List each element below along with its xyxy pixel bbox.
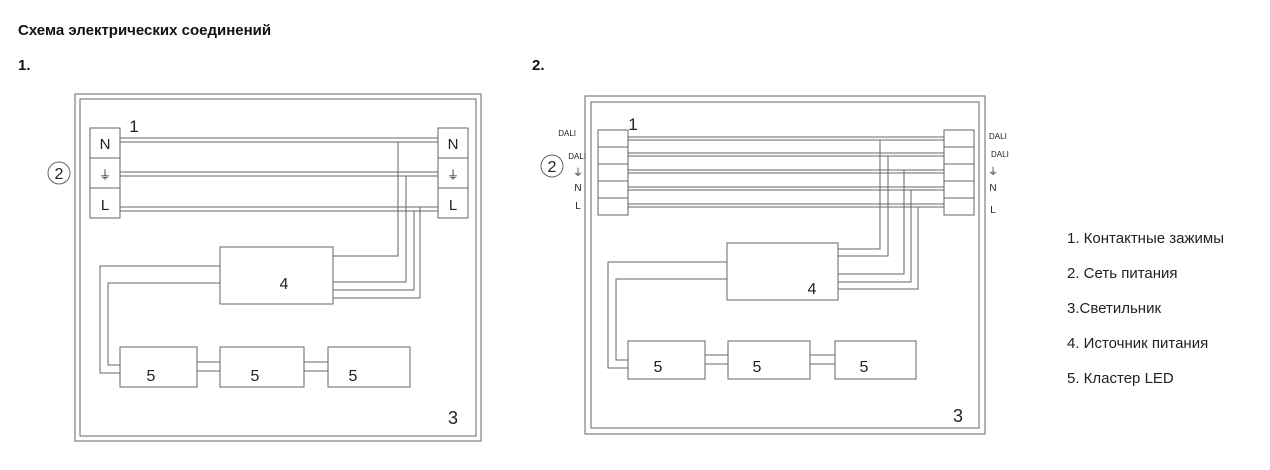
label-2-led-b: 5 [753, 359, 762, 376]
left-label-dali-1: DALI [558, 129, 576, 138]
terminal-block-1-right [437, 127, 469, 219]
led-cluster-2a [627, 340, 706, 380]
diagram-1 [47, 93, 482, 442]
legend-item-luminaire: 3.Светильник [1067, 300, 1162, 317]
left-label-l: L [575, 201, 581, 212]
right-label-dali-1: DALI [989, 132, 1007, 141]
legend-item-clamps: 1. Контактные зажимы [1067, 230, 1224, 247]
legend: 1. Контактные зажимы 2. Сеть питания 3.С… [1067, 230, 1224, 405]
label-2-led-c: 5 [860, 359, 869, 376]
label-1-led-c: 5 [349, 368, 358, 385]
led-cluster-2b [727, 340, 811, 380]
label-2-clamps: 1 [628, 115, 637, 134]
driver-2 [726, 242, 839, 301]
power-network-2-marker [540, 154, 564, 178]
label-2-power: 2 [548, 159, 557, 176]
driver-1-wires [333, 142, 421, 299]
bus-lines-1 [120, 137, 438, 212]
right-label-ground-icon: ⏚ [988, 166, 998, 178]
led-loop-2 [607, 261, 727, 369]
right-label-dali-2: DALI [991, 150, 1009, 159]
luminaire-2-inner [590, 101, 980, 429]
label-1-led-a: 5 [147, 368, 156, 385]
label-2-driver: 4 [808, 281, 817, 298]
driver-2-wires [838, 140, 919, 290]
led-cluster-2c [834, 340, 917, 380]
diagram-2-number: 2. [532, 57, 545, 74]
power-network-1-marker [47, 161, 71, 185]
label-1-clamps: 1 [129, 117, 138, 136]
label-1-driver: 4 [280, 276, 289, 293]
terminal-1-right-l: L [449, 197, 457, 214]
terminal-1-left-n: N [100, 136, 111, 153]
label-2-luminaire: 3 [953, 406, 963, 426]
bus-lines-2 [628, 136, 944, 208]
diagram-1-number: 1. [18, 57, 31, 74]
label-2-led-a: 5 [654, 359, 663, 376]
terminal-block-1-left [89, 127, 121, 219]
label-1-luminaire: 3 [448, 408, 458, 428]
luminaire-1-outer [74, 93, 482, 442]
right-label-l: L [990, 205, 996, 216]
page-title: Схема электрических соединений [18, 22, 272, 39]
label-1-power: 2 [55, 166, 64, 183]
left-label-n: N [574, 183, 581, 194]
terminal-1-right-n: N [448, 136, 459, 153]
led-cluster-1c [327, 346, 411, 388]
terminal-block-2-right [943, 129, 975, 216]
led-cluster-1b [219, 346, 305, 388]
legend-item-power-network: 2. Сеть питания [1067, 265, 1178, 282]
driver-1 [219, 246, 334, 305]
left-label-dali-2: DALI [568, 152, 586, 161]
left-label-ground-icon: ⏚ [573, 167, 583, 179]
terminal-1-left-ground-icon: ⏚ [99, 168, 111, 182]
legend-item-driver: 4. Источник питания [1067, 335, 1209, 352]
led-loop-1 [99, 265, 220, 374]
terminal-block-2-left [597, 129, 629, 216]
luminaire-1-inner [79, 98, 477, 437]
legend-item-led-cluster: 5. Кластер LED [1067, 370, 1174, 387]
luminaire-2-outer [584, 95, 986, 435]
led-cluster-1a [119, 346, 198, 388]
right-label-n: N [989, 183, 996, 194]
label-1-led-b: 5 [251, 368, 260, 385]
terminal-1-right-ground-icon: ⏚ [447, 168, 459, 182]
diagram-2 [540, 95, 986, 435]
terminal-1-left-l: L [101, 197, 109, 214]
